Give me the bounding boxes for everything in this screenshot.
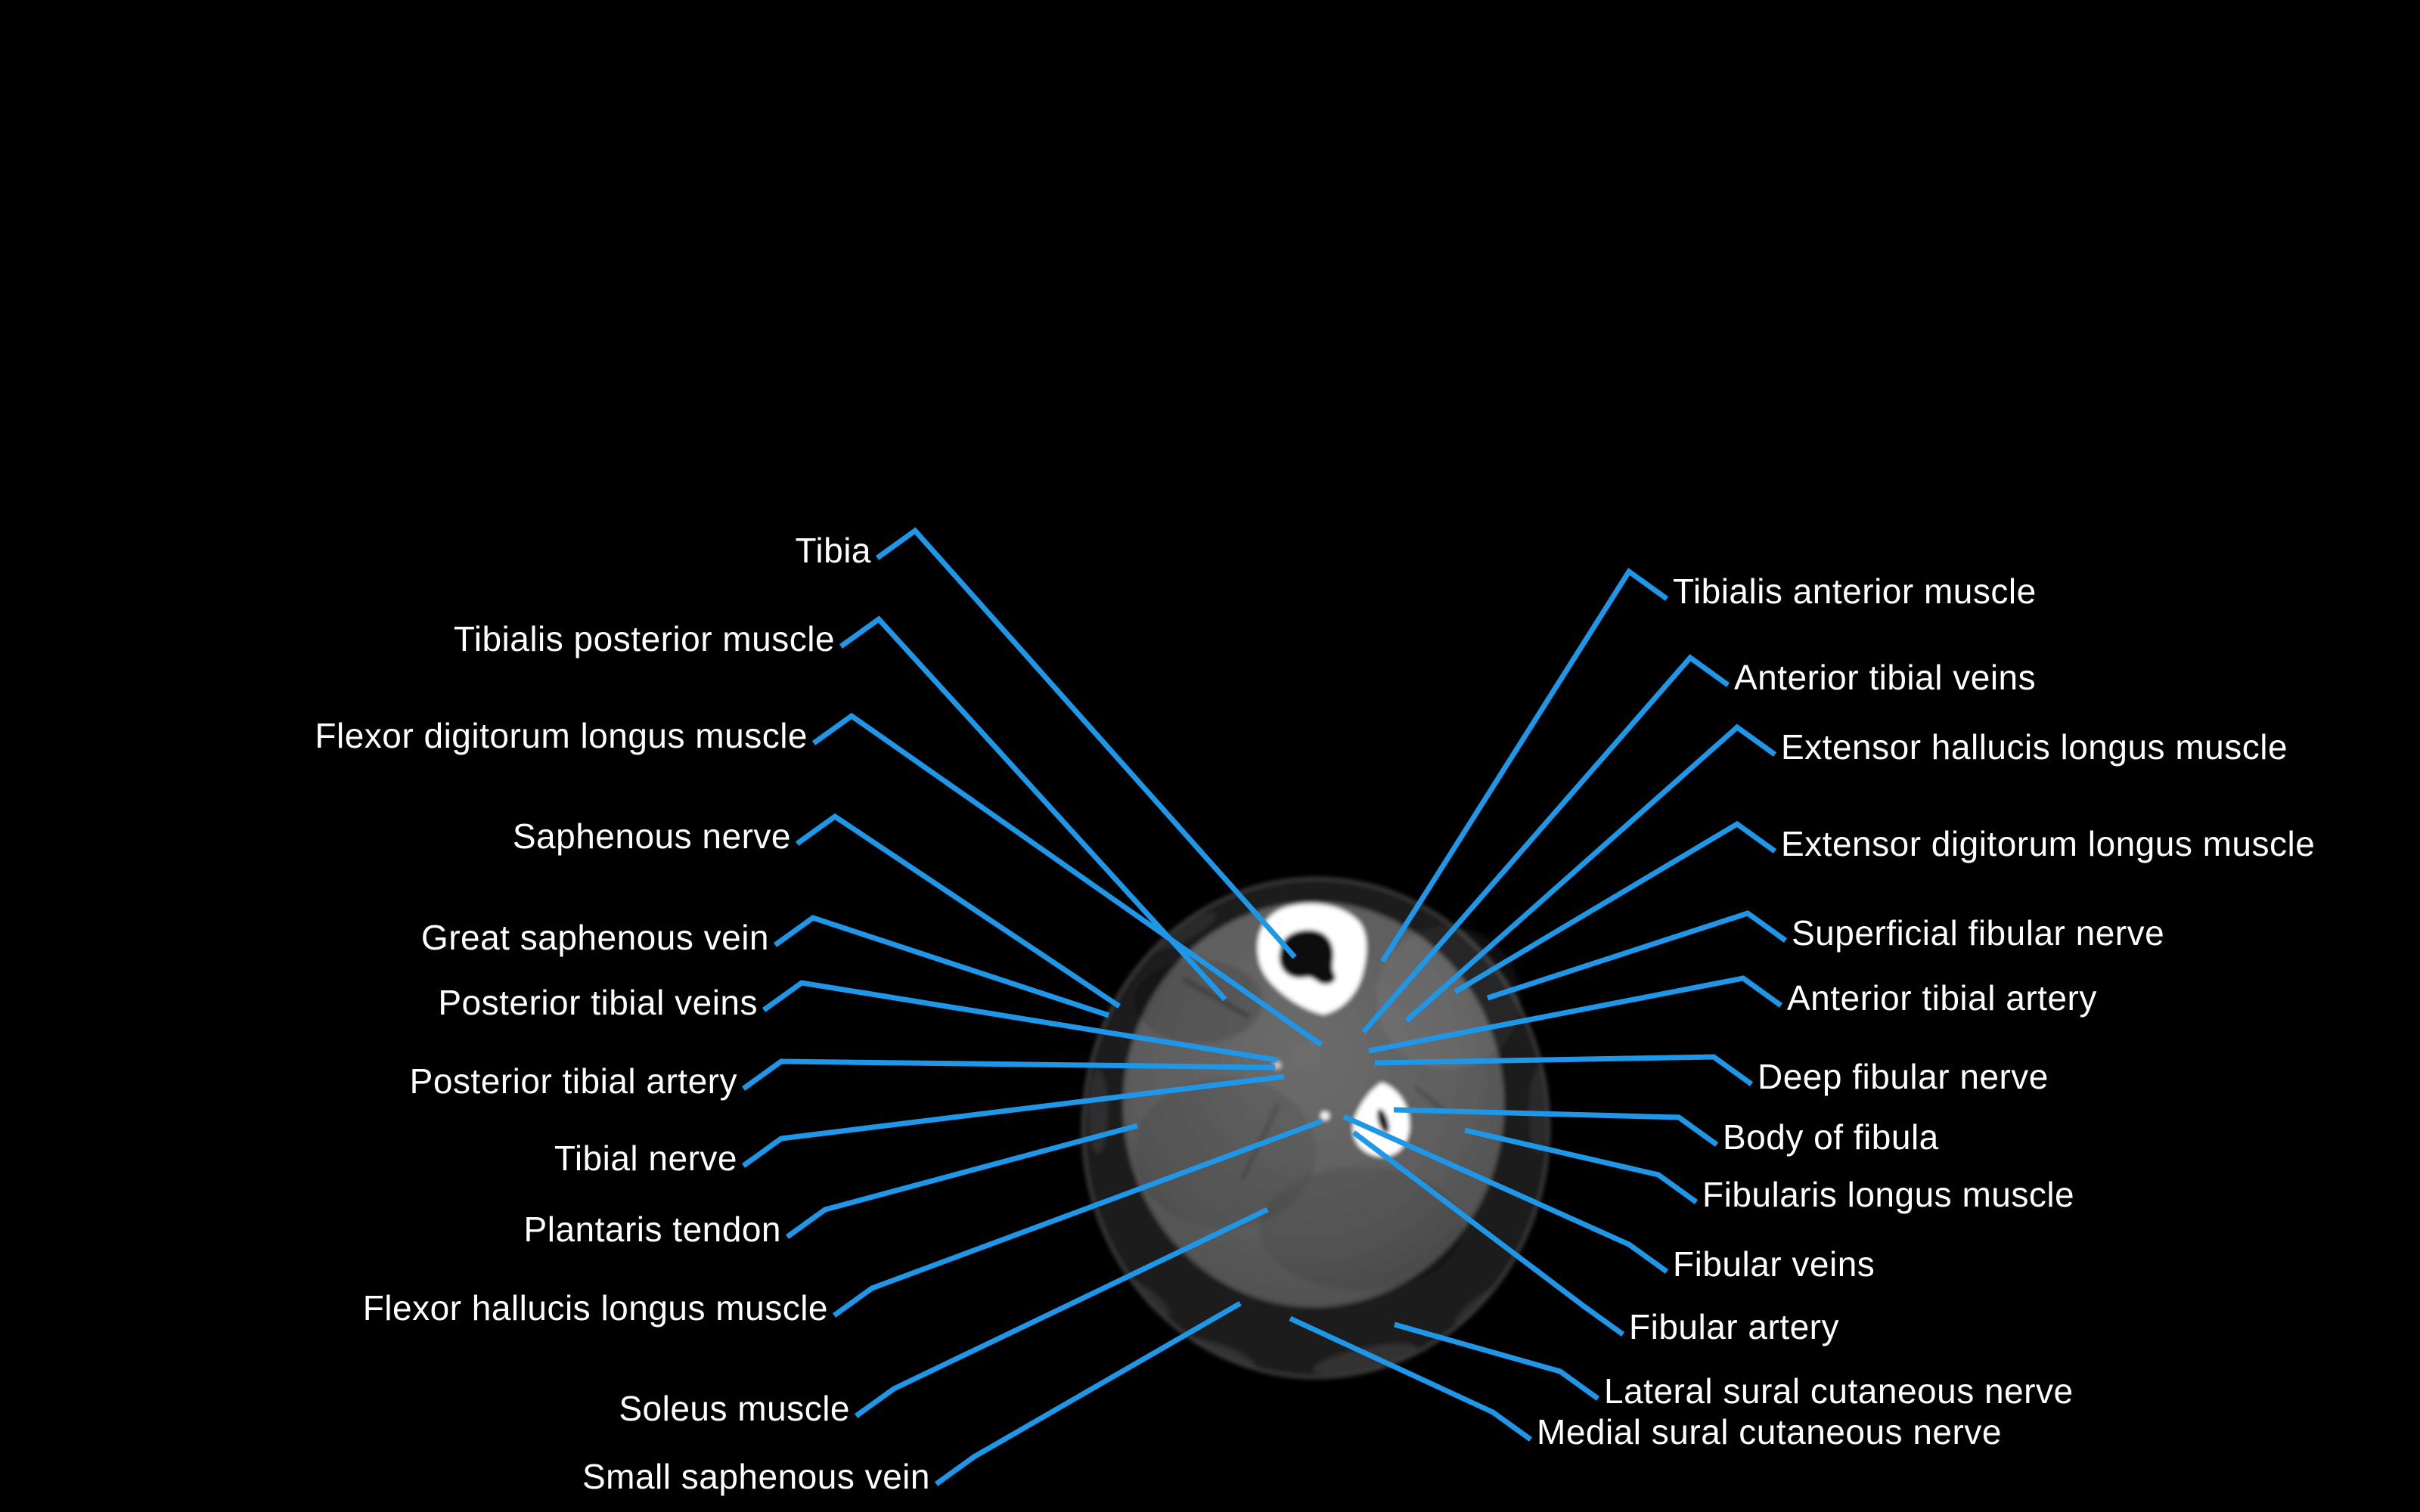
leader-line-tibialis-posterior-muscle xyxy=(839,615,1227,1002)
leader-line-saphenous-nerve xyxy=(795,813,1121,1009)
leader-line-lateral-sural-cutaneous-nerve xyxy=(1394,1321,1600,1401)
leader-line-fibular-artery xyxy=(1351,1130,1625,1337)
leader-line-flexor-digitorum-longus-muscle xyxy=(811,712,1323,1047)
leader-lines xyxy=(741,527,1788,1486)
leader-line-tibial-nerve xyxy=(741,1074,1285,1168)
leader-line-tibia xyxy=(875,527,1297,959)
leader-line-anterior-tibial-veins xyxy=(1361,654,1730,1034)
posterior-tibial-vessel-dot xyxy=(1274,1061,1281,1069)
leader-line-extensor-hallucis-longus-muscle xyxy=(1404,723,1777,1023)
leader-line-fibular-veins xyxy=(1342,1114,1669,1274)
leader-line-soleus-muscle xyxy=(854,1207,1269,1418)
leader-line-plantaris-tendon xyxy=(785,1123,1138,1239)
leader-line-posterior-tibial-artery xyxy=(741,1058,1276,1091)
leader-line-superficial-fibular-nerve xyxy=(1486,910,1788,1001)
fibular-vessel-dot xyxy=(1320,1111,1329,1120)
fibula-medullary-cavity xyxy=(1376,1108,1390,1134)
leader-line-body-of-fibula xyxy=(1393,1107,1719,1147)
leader-line-medial-sural-cutaneous-nerve xyxy=(1289,1315,1533,1442)
leader-line-tibialis-anterior-muscle xyxy=(1380,567,1669,963)
leader-line-small-saphenous-vein xyxy=(934,1300,1242,1486)
leader-line-great-saphenous-vein xyxy=(773,915,1110,1018)
leader-line-anterior-tibial-artery xyxy=(1368,975,1783,1054)
leader-line-fibularis-longus-muscle xyxy=(1464,1127,1699,1204)
leader-line-extensor-digitorum-longus-muscle xyxy=(1454,820,1777,995)
leader-line-posterior-tibial-veins xyxy=(762,980,1277,1063)
leader-line-deep-fibular-nerve xyxy=(1374,1054,1754,1086)
tibia-medullary-cavity xyxy=(1279,929,1336,985)
leader-line-flexor-hallucis-longus-muscle xyxy=(832,1118,1323,1318)
